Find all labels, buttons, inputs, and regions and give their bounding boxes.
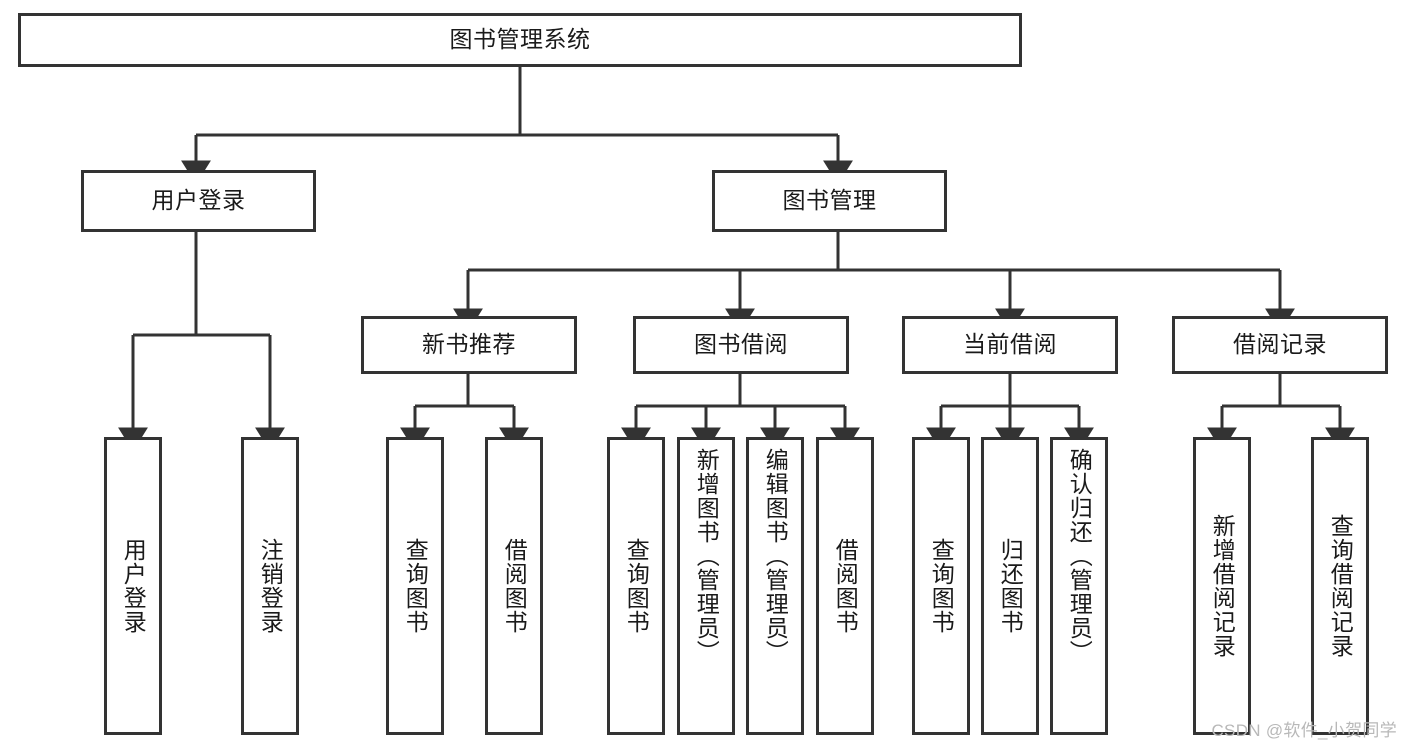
node-root-system[interactable]: 图书管理系统 [18,13,1022,67]
node-label: 借阅记录 [1233,331,1327,358]
node-label: 图书管理 [782,187,877,214]
leaf-record-add-record[interactable]: 新增借阅记录 [1193,437,1251,735]
node-label: 查询借阅记录 [1327,514,1354,658]
node-current-borrow[interactable]: 当前借阅 [902,316,1118,374]
leaf-borrow-borrow-book[interactable]: 借阅图书 [816,437,874,735]
node-label: 当前借阅 [963,331,1057,358]
node-new-book-recommend[interactable]: 新书推荐 [361,316,577,374]
leaf-borrow-add-book-admin[interactable]: 新增图书（管理员） [677,437,735,735]
leaf-user-login[interactable]: 用户登录 [104,437,162,735]
node-label: 归还图书 [997,538,1024,634]
node-book-management[interactable]: 图书管理 [712,170,947,232]
node-label: 编辑图书（管理员） [762,448,789,664]
watermark-text: CSDN @软件_小贺同学 [1211,721,1397,740]
leaf-current-confirm-return-admin[interactable]: 确认归还（管理员） [1050,437,1108,735]
node-label: 查询图书 [928,538,955,634]
leaf-record-query-record[interactable]: 查询借阅记录 [1311,437,1369,735]
node-label: 注销登录 [257,538,284,634]
leaf-newbook-query-book[interactable]: 查询图书 [386,437,444,735]
node-label: 确认归还（管理员） [1066,448,1093,664]
node-label: 查询图书 [402,538,429,634]
leaf-logout[interactable]: 注销登录 [241,437,299,735]
node-label: 新书推荐 [422,331,516,358]
node-label: 图书借阅 [694,331,788,358]
node-borrow-record[interactable]: 借阅记录 [1172,316,1388,374]
node-label: 用户登录 [151,187,246,214]
node-label: 用户登录 [120,538,147,634]
node-user-login[interactable]: 用户登录 [81,170,316,232]
node-label: 借阅图书 [501,538,528,634]
node-label: 借阅图书 [832,538,859,634]
node-book-borrow[interactable]: 图书借阅 [633,316,849,374]
node-label: 新增借阅记录 [1209,514,1236,658]
leaf-borrow-edit-book-admin[interactable]: 编辑图书（管理员） [746,437,804,735]
leaf-borrow-query-book[interactable]: 查询图书 [607,437,665,735]
node-label: 新增图书（管理员） [693,448,720,664]
node-label: 查询图书 [623,538,650,634]
leaf-newbook-borrow-book[interactable]: 借阅图书 [485,437,543,735]
leaf-current-query-book[interactable]: 查询图书 [912,437,970,735]
leaf-current-return-book[interactable]: 归还图书 [981,437,1039,735]
node-label: 图书管理系统 [449,26,591,53]
